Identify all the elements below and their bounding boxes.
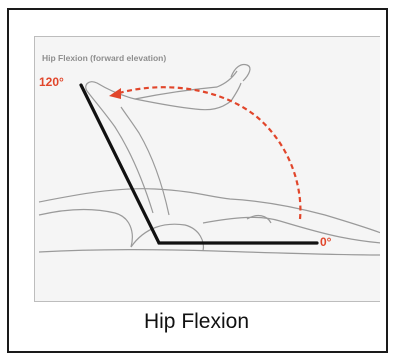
motion-arc — [119, 87, 300, 219]
angle-max-label: 120° — [39, 75, 64, 89]
foot-outline — [231, 65, 250, 82]
shoulder-outline — [39, 209, 132, 247]
raised-leg-outline — [86, 82, 195, 213]
extended-leg-outline — [203, 217, 380, 243]
arrowhead-icon — [109, 88, 121, 99]
hip-flexion-illustration: Hip Flexion (forward elevation) 120° 0° — [34, 36, 380, 302]
hip-outline — [131, 224, 203, 251]
caption: Hip Flexion — [0, 310, 393, 334]
torso-outline — [39, 189, 380, 233]
raised-shin-outline — [135, 71, 241, 110]
table-line — [39, 250, 380, 255]
knee-outline — [247, 216, 271, 223]
illustration-canvas — [35, 37, 380, 302]
flexed-angle-line — [81, 85, 159, 243]
figure-title: Hip Flexion (forward elevation) — [42, 53, 166, 63]
angle-min-label: 0° — [320, 235, 331, 249]
raised-thigh-inner — [121, 107, 169, 215]
